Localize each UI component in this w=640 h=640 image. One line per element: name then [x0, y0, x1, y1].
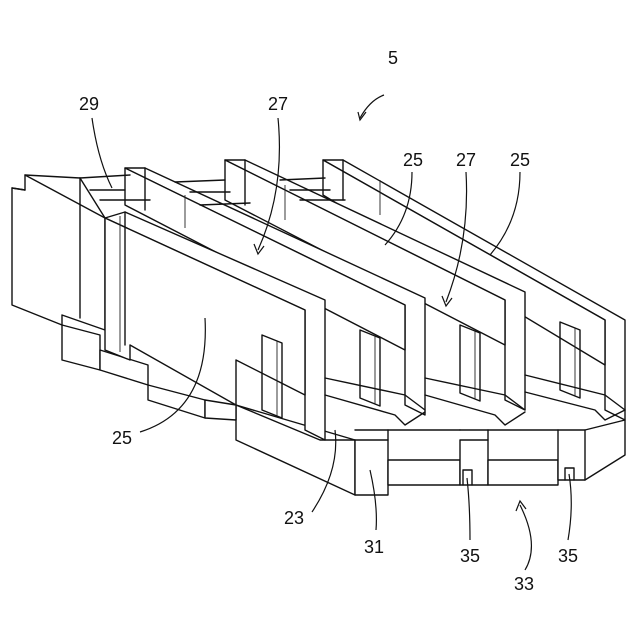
- label-wall-right: 25: [510, 150, 530, 170]
- leader-25-right: [490, 172, 520, 255]
- leader-35-b: [568, 474, 571, 540]
- label-block: 31: [364, 537, 384, 557]
- leader-33: [520, 505, 531, 570]
- label-notch-b: 35: [558, 546, 578, 566]
- label-groove-right: 27: [456, 150, 476, 170]
- label-assembly: 5: [388, 48, 398, 68]
- label-notch-a: 35: [460, 546, 480, 566]
- label-base: 23: [284, 508, 304, 528]
- label-wall-front: 25: [112, 428, 132, 448]
- leader-35-a: [467, 478, 470, 540]
- label-wall-mid: 25: [403, 150, 423, 170]
- label-groove-left: 27: [268, 94, 288, 114]
- arrowhead-5: [358, 112, 366, 120]
- rear-block: [12, 175, 105, 330]
- label-partition: 29: [79, 94, 99, 114]
- label-recess: 33: [514, 574, 534, 594]
